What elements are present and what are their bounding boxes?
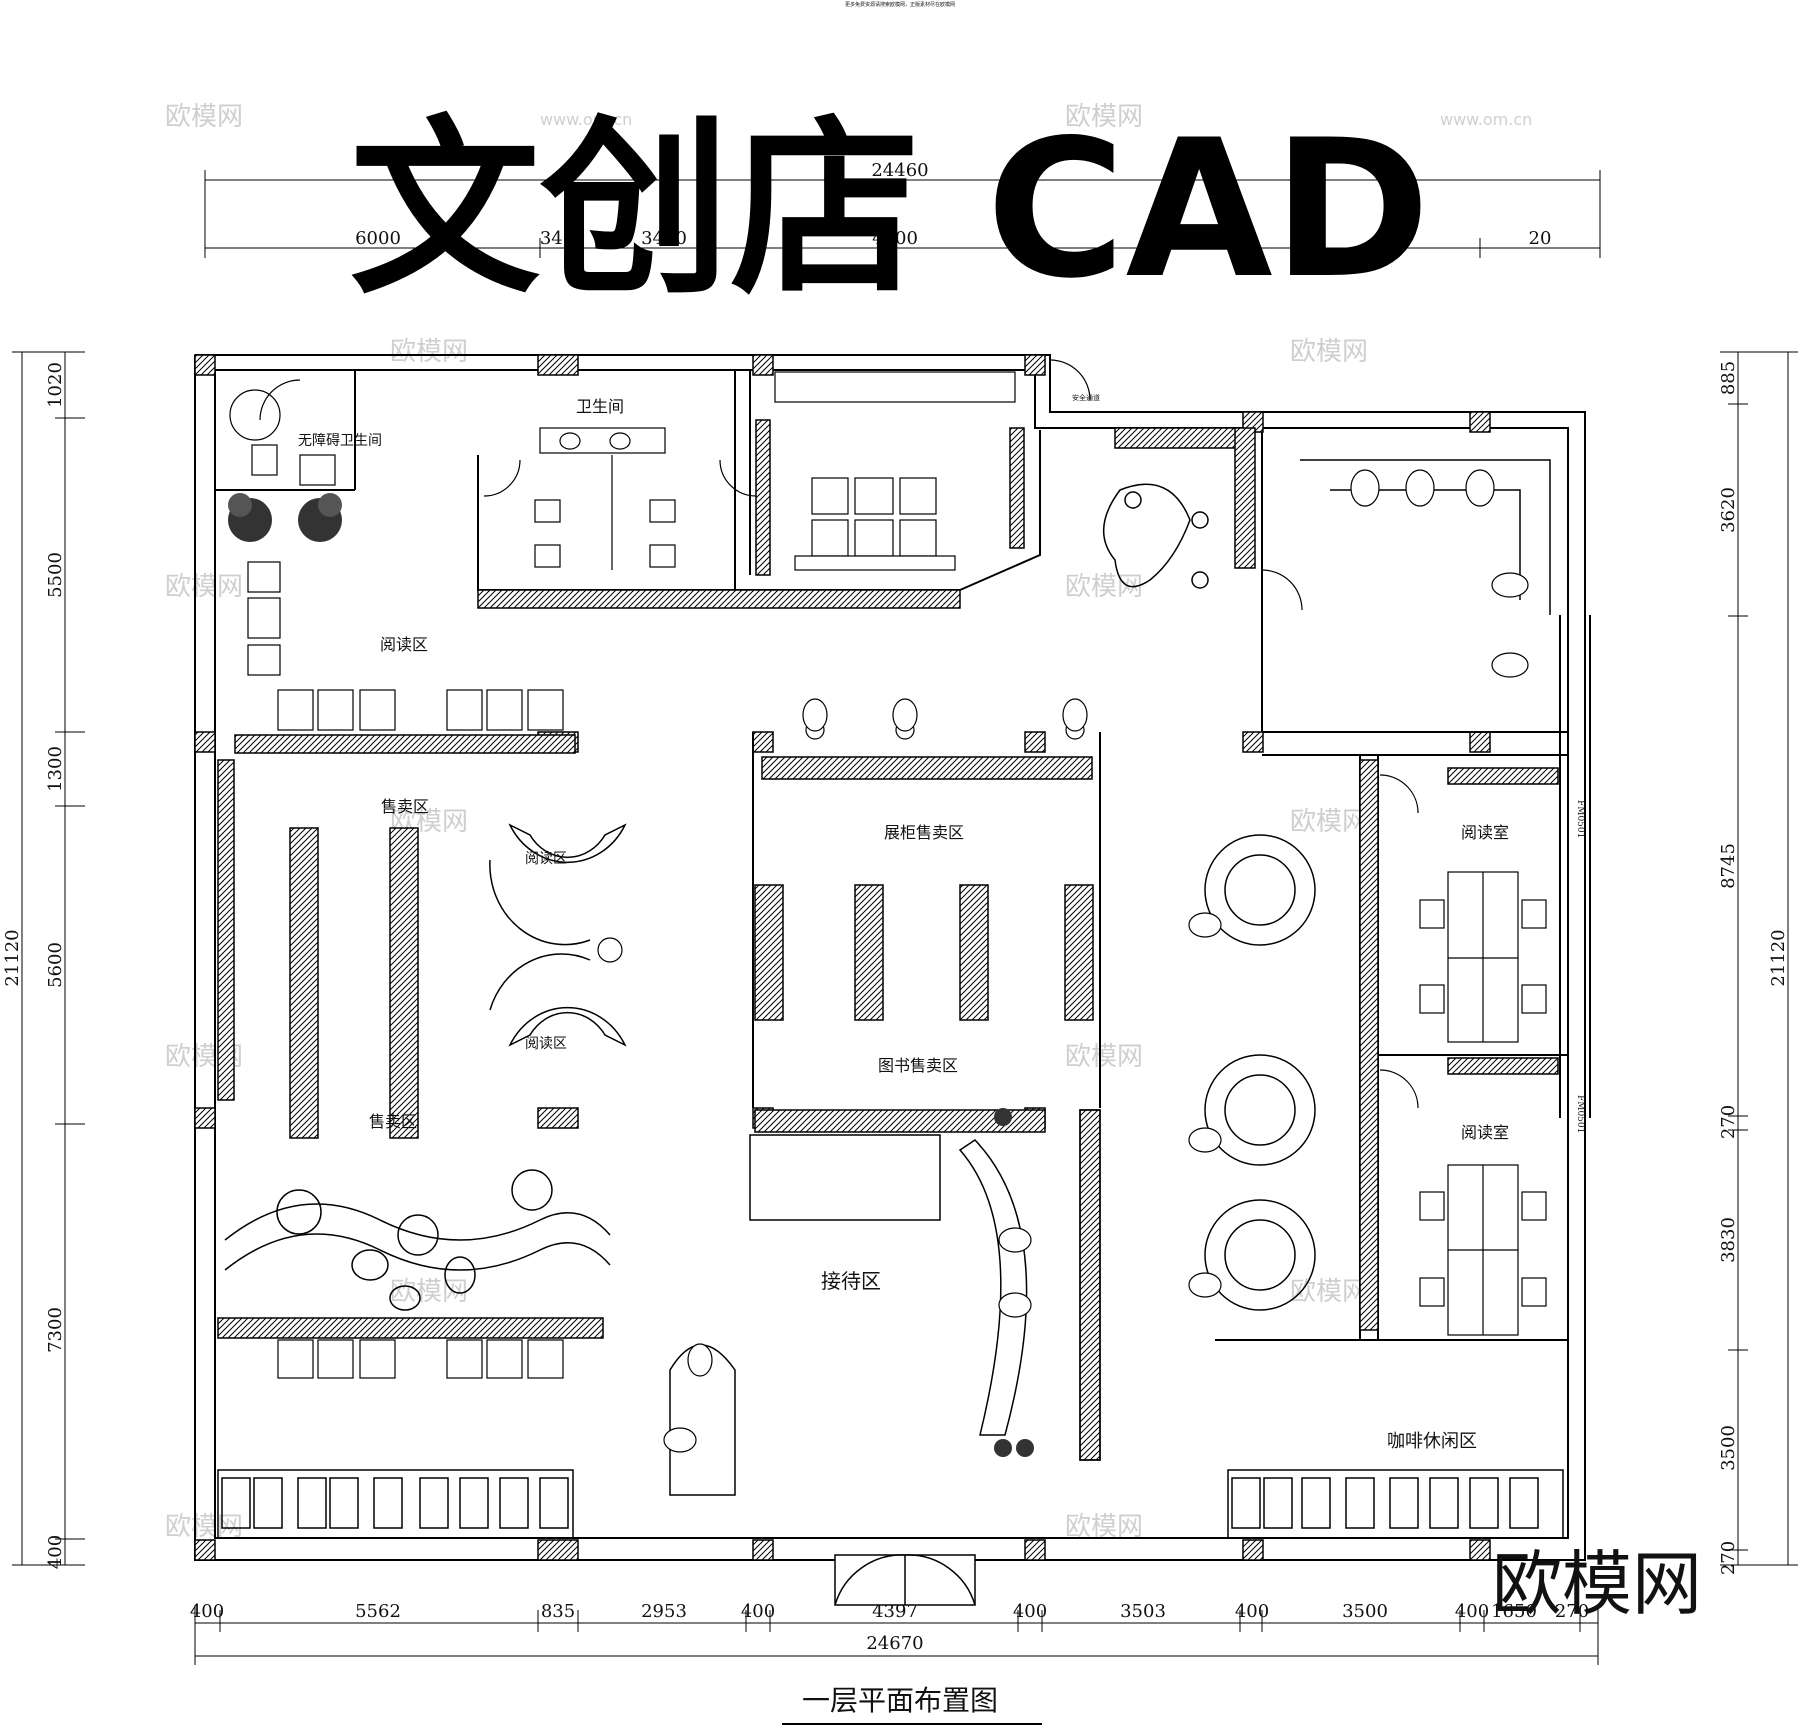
bottom-dim: 400: [1235, 1601, 1269, 1622]
top-note: 更多免费资源请搜索欧模网，正版素材尽在欧模网: [845, 1, 955, 8]
label-showcase-sales: 展柜售卖区: [884, 823, 964, 842]
bottom-dim: 400: [1013, 1601, 1047, 1622]
top-dim: 340: [540, 228, 574, 249]
top-dim-total: 24460: [871, 160, 928, 181]
right-dim: 3620: [1718, 487, 1739, 533]
page-title: 文创店 CAD: [350, 99, 1430, 320]
bottom-dim: 1650: [1491, 1601, 1537, 1622]
top-dim: 3 0: [1381, 228, 1410, 249]
reception-desk: [669, 1109, 1101, 1496]
label-sales-area: 售卖区: [369, 1112, 417, 1131]
bottom-dim: 835: [541, 1601, 575, 1622]
watermarks: 欧模网 www.om.cn 欧模网 www.om.cn 欧模网 欧模网 欧模网 …: [165, 102, 1532, 1542]
bottom-dim: 4397: [872, 1601, 918, 1622]
left-dim: 5500: [45, 552, 66, 598]
reading-room-tables: [1419, 871, 1547, 1336]
left-dim: 1300: [45, 746, 66, 792]
wall-cabinets: [217, 1469, 1564, 1539]
right-dim: 270: [1718, 1105, 1739, 1139]
plants: [228, 493, 1034, 1457]
bottom-dim: 400: [1455, 1601, 1489, 1622]
top-dim: 4400: [872, 228, 918, 249]
bottom-dim: 400: [190, 1601, 224, 1622]
shelving-cabinets: [217, 419, 1559, 1461]
label-cafe: 咖啡休闲区: [1387, 1431, 1477, 1452]
watermark: 欧模网: [1065, 1042, 1143, 1072]
people-figures: [597, 469, 1529, 1453]
label-reception: 接待区: [821, 1269, 881, 1293]
right-dim-total: 21120: [1768, 929, 1789, 986]
logo-watermark: 欧模网: [1492, 1543, 1702, 1625]
entrance-door: [834, 1554, 976, 1606]
watermark: 欧模网: [165, 572, 243, 602]
left-dim: 400: [45, 1535, 66, 1569]
label-toilet: 卫生间: [576, 397, 624, 416]
watermark: 欧模网: [1290, 1277, 1368, 1307]
watermark: 欧模网: [390, 337, 468, 367]
left-dim-total: 21120: [2, 929, 23, 986]
room-labels: 无障碍卫生间 卫生间 安全通道 阅读区 售卖区 阅读区 阅读区 售卖区 展柜售卖…: [298, 393, 1585, 1452]
right-dim: 270: [1718, 1541, 1739, 1575]
watermark-url: www.om.cn: [1440, 110, 1532, 129]
chairs: [247, 371, 1016, 1379]
bottom-dim: 270: [1555, 1601, 1589, 1622]
toilet-fixtures: [229, 389, 676, 570]
bottom-dim: 400: [741, 1601, 775, 1622]
top-dimension-lines: [204, 170, 1601, 258]
right-dimension-lines: [1720, 351, 1798, 1566]
door-tag: FM0501: [1575, 1095, 1585, 1133]
bottom-dim-total: 24670: [866, 1633, 923, 1654]
left-dimension-lines: [12, 351, 85, 1566]
right-dim: 885: [1718, 361, 1739, 395]
bottom-dim: 2953: [641, 1601, 687, 1622]
plan-subtitle: 一层平面布置图: [802, 1684, 998, 1717]
left-dim: 5600: [45, 942, 66, 988]
watermark: 欧模网: [165, 102, 243, 132]
door-tag: FM0501: [1575, 800, 1585, 838]
top-dim: 3400: [641, 228, 687, 249]
right-dimension-texts: 21120 885 3620 8745 270 3830 3500 270: [1718, 361, 1789, 1575]
bottom-dim: 3500: [1342, 1601, 1388, 1622]
label-reading-room: 阅读室: [1461, 823, 1509, 842]
right-dim: 3830: [1718, 1217, 1739, 1263]
curved-sofas: [224, 823, 627, 1311]
watermark: 欧模网: [1065, 102, 1143, 132]
structural-columns: [194, 354, 1491, 1561]
cafe-seats: [1103, 459, 1551, 1311]
bottom-dimension-texts: 400 5562 835 2953 400 4397 400 3503 400 …: [190, 1601, 1589, 1654]
label-safety-exit: 安全通道: [1072, 393, 1100, 402]
watermark: 欧模网: [1290, 337, 1368, 367]
top-dimension-texts: 24460 6000 340 3400 4400 00 3 0 20: [355, 160, 1551, 249]
label-book-sales: 图书售卖区: [878, 1056, 958, 1075]
right-dim: 3500: [1718, 1425, 1739, 1471]
label-reading-area: 阅读区: [525, 1035, 567, 1052]
label-accessible-wc: 无障碍卫生间: [298, 433, 382, 449]
watermark-url: www.om.cn: [540, 110, 632, 129]
left-dim: 7300: [45, 1307, 66, 1353]
bottom-dim: 3503: [1120, 1601, 1166, 1622]
left-dimension-texts: 21120 1020 5500 1300 5600 7300 400: [2, 362, 66, 1569]
left-dim: 1020: [45, 362, 66, 408]
watermark: 欧模网: [1290, 807, 1368, 837]
top-dim: 00: [1161, 228, 1184, 249]
doors: [259, 359, 1419, 1109]
bottom-dimension-lines: [194, 1605, 1599, 1665]
label-reading-room: 阅读室: [1461, 1123, 1509, 1142]
label-reading-area: 阅读区: [380, 635, 428, 654]
top-dim: 6000: [355, 228, 401, 249]
label-sales-area: 售卖区: [381, 797, 429, 816]
top-dim: 20: [1529, 228, 1552, 249]
bottom-dim: 5562: [355, 1601, 401, 1622]
right-dim: 8745: [1718, 843, 1739, 889]
label-reading-area: 阅读区: [525, 850, 567, 867]
